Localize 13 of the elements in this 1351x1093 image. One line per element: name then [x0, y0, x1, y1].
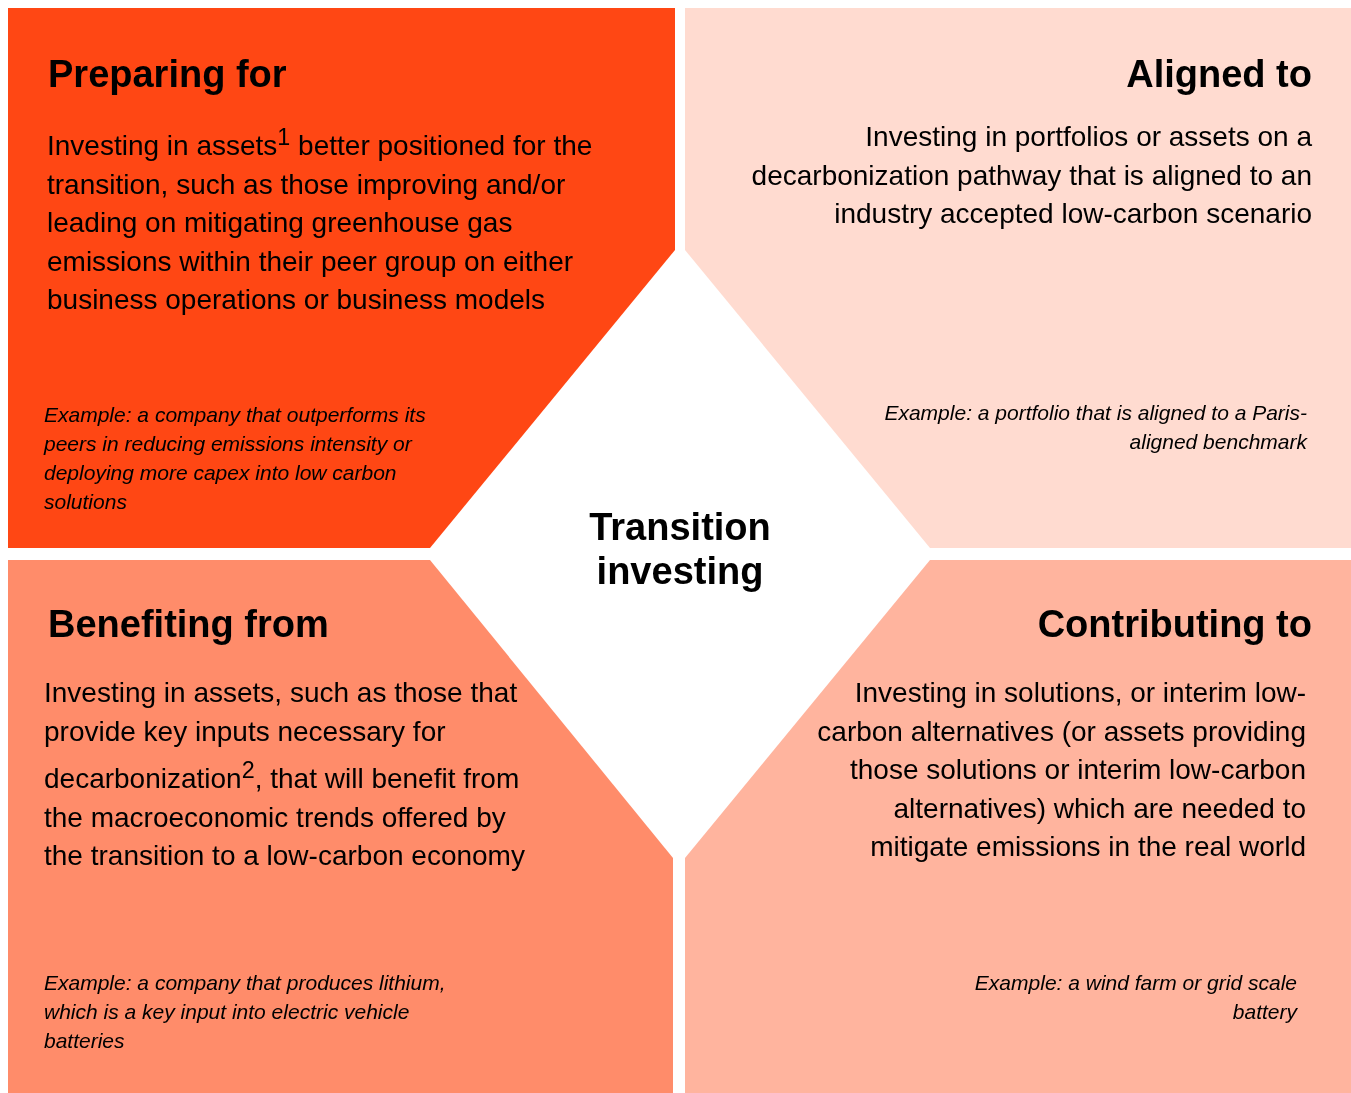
quadrant-heading: Preparing for: [48, 52, 288, 96]
example-note: Example: a company that produces lithium, which is a key input into electric vehicle batteries: [44, 970, 447, 1054]
quadrant-heading: Aligned to: [1125, 52, 1312, 96]
quadrant-description: Investing in solutions, or interim low-carbon alternatives (or assets providing those solutions or interim low-carbon alternatives) which are needed to mitigate emissions in the real world: [816, 676, 1306, 864]
quadrant-heading: Contributing to: [1036, 602, 1312, 646]
quadrant-description: Investing in assets, such as those that provide key inputs necessary for decarbonization$^{2}$, that will benefit from the macroeconomic trends offered by the transition to a low-carbon economy: [44, 676, 526, 874]
quadrant-heading: Benefiting from: [48, 602, 330, 646]
center-heading: Transition investing: [588, 505, 772, 593]
example-note: Example: a portfolio that is aligned to a Paris-aligned benchmark: [883, 400, 1307, 455]
quadrant-description: Investing in portfolios or assets on a decarbonization pathway that is aligned to an industry accepted low-carbon scenario: [750, 120, 1312, 231]
example-note: Example: a company that outperforms its peers in reducing emissions intensity or deploying more capex into low carbon solutions: [44, 402, 427, 515]
example-note: Example: a wind farm or grid scale battery: [973, 970, 1297, 1025]
quadrant-description: Investing in assets$^{1}$ better positioned for the transition, such as those improving and/or leading on mitigating greenhouse gas emissions within their peer group on either business operations or business models: [47, 123, 594, 318]
